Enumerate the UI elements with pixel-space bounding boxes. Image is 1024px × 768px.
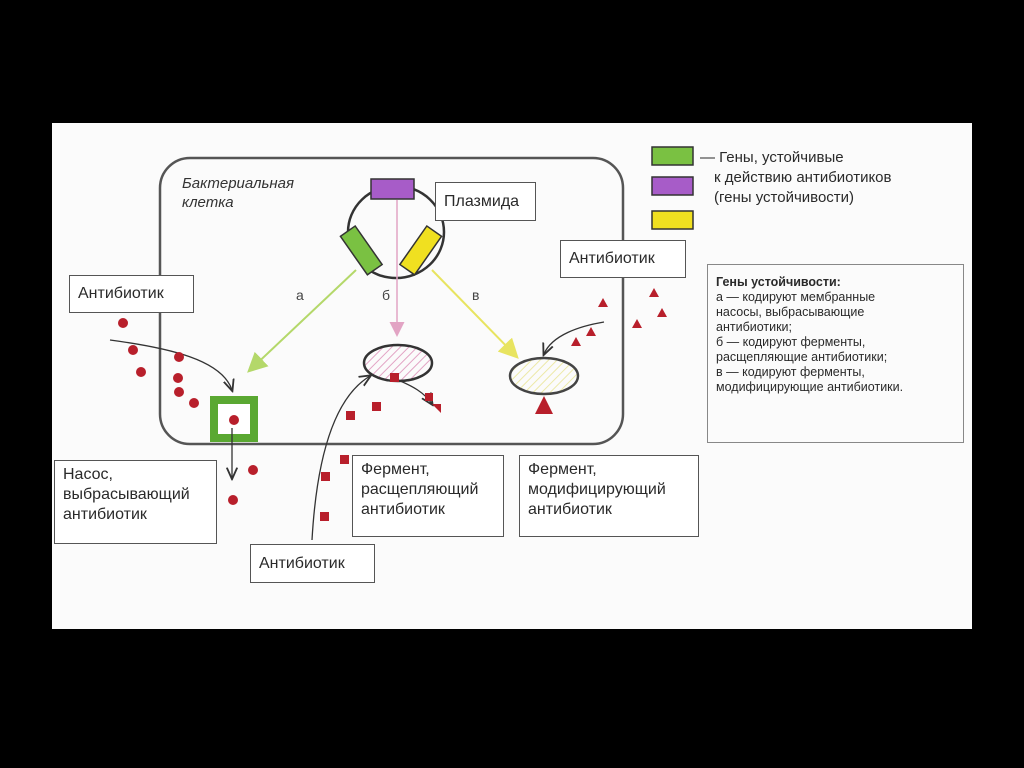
- genes-info-line: а — кодируют мембранные: [716, 290, 876, 304]
- enzyme-split-label: Фермент, расщепляющий антибиотик: [352, 455, 504, 537]
- genes-info-title: Гены устойчивости:: [716, 275, 841, 289]
- genes-info-line: расщепляющие антибиотики;: [716, 350, 888, 364]
- pump-label-line-1: Насос,: [63, 466, 113, 483]
- antibiotic-square: [425, 393, 433, 401]
- antibiotic-circle: [174, 352, 184, 362]
- legend-swatch-green: [651, 146, 694, 166]
- antibiotic-square: [372, 402, 381, 411]
- pump-label-line-3: антибиотик: [63, 506, 147, 523]
- path-letter-a: а: [296, 287, 304, 303]
- antibiotic-flow-right: [544, 321, 605, 354]
- genes-info-box: Гены устойчивости: а — кодируют мембранн…: [707, 264, 964, 443]
- enzyme-modify-label: Фермент, модифицирующий антибиотик: [519, 455, 699, 537]
- antibiotic-flow-left: [109, 339, 232, 390]
- antibiotic-triangle: [598, 298, 608, 307]
- green-gene: [339, 224, 384, 276]
- antibiotic-square: [320, 512, 329, 521]
- antibiotic-triangle: [571, 337, 581, 346]
- legend-line-2: к действию антибиотиков: [714, 169, 892, 186]
- antibiotic-circle: [118, 318, 128, 328]
- modifying-enzyme: [508, 356, 580, 396]
- antibiotic-circle: [136, 367, 146, 377]
- legend-swatch-yellow: [651, 210, 694, 230]
- antibiotic-square: [321, 472, 330, 481]
- antibiotic-circle: [128, 345, 138, 355]
- antibiotic-circle: [174, 387, 184, 397]
- arrow-a: [247, 269, 357, 373]
- antibiotic-circle: [173, 373, 183, 383]
- enzyme-modify-line-1: Фермент,: [528, 461, 597, 478]
- yellow-gene: [398, 224, 443, 276]
- pump-label-line-2: выбрасывающий: [63, 486, 190, 503]
- antibiotic-square: [346, 411, 355, 420]
- split-antibiotic-molecules: [320, 373, 441, 521]
- enzyme-modify-line-3: антибиотик: [528, 501, 612, 518]
- antibiotic-circle: [228, 495, 238, 505]
- antibiotic-flow-bottom: [311, 376, 370, 541]
- path-letter-v: в: [472, 287, 480, 303]
- antibiotic-label-bottom: Антибиотик: [250, 544, 375, 583]
- modified-antibiotic-triangle: [535, 396, 553, 414]
- antibiotic-label-right: Антибиотик: [560, 240, 686, 278]
- antibiotic-triangle: [657, 308, 667, 317]
- legend-line-3: (гены устойчивости): [714, 189, 855, 206]
- legend-swatch-purple: [651, 176, 694, 196]
- arrow-v: [431, 269, 519, 359]
- pump-label: Насос, выбрасывающий антибиотик: [54, 460, 217, 544]
- purple-gene: [370, 178, 415, 200]
- legend-line-1: — Гены, устойчивые: [700, 149, 844, 166]
- cell-label-line-1: Бактериальная: [182, 175, 295, 192]
- cell-label: Бактериальная клетка: [182, 174, 294, 212]
- genes-info-line: модифицирующие антибиотики.: [716, 380, 904, 394]
- antibiotic-triangle: [632, 319, 642, 328]
- antibiotic-square: [390, 373, 399, 382]
- genes-info-line: антибиотики;: [716, 320, 793, 334]
- genes-info-line: в — кодируют ферменты,: [716, 365, 865, 379]
- antibiotic-in-pump: [229, 415, 239, 425]
- split-out-arrow: [397, 379, 432, 404]
- genes-info-line: насосы, выбрасывающие: [716, 305, 865, 319]
- antibiotic-triangle: [649, 288, 659, 297]
- antibiotic-label-left: Антибиотик: [69, 275, 194, 313]
- enzyme-split-line-3: антибиотик: [361, 501, 445, 518]
- antibiotic-fragment: [432, 404, 441, 413]
- antibiotic-circle: [189, 398, 199, 408]
- left-antibiotic-molecules: [118, 318, 258, 505]
- antibiotic-circle: [248, 465, 258, 475]
- genes-info-line: б — кодируют ферменты,: [716, 335, 866, 349]
- right-antibiotic-molecules: [571, 288, 667, 346]
- enzyme-split-line-1: Фермент,: [361, 461, 430, 478]
- path-letter-b: б: [382, 287, 391, 303]
- antibiotic-square: [340, 455, 349, 464]
- enzyme-modify-line-2: модифицирующий: [528, 481, 666, 498]
- enzyme-split-line-2: расщепляющий: [361, 481, 479, 498]
- antibiotic-triangle: [586, 327, 596, 336]
- cell-label-line-2: клетка: [182, 194, 234, 211]
- legend-text: — Гены, устойчивые к действию антибиотик…: [700, 148, 892, 208]
- plasmid-label: Плазмида: [435, 182, 536, 221]
